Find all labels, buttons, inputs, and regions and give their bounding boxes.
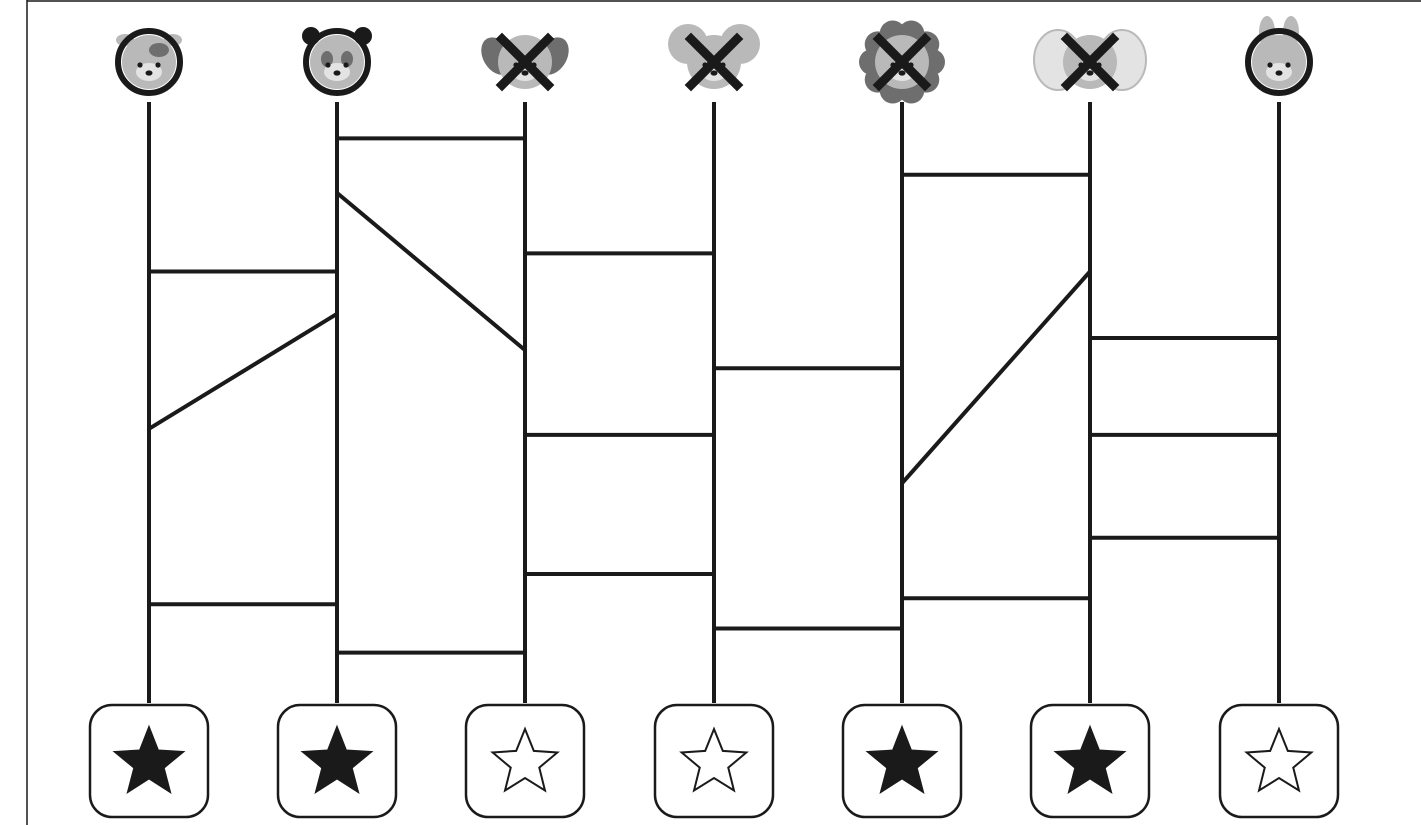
goal-box-7 [1218,703,1340,819]
goal-box-3 [464,703,586,819]
goal-box-1 [88,703,210,819]
lion-icon [859,20,945,104]
goal-box-2 [276,703,398,819]
ladder-rung-2 [147,312,339,431]
ladder-rungs [147,136,1279,655]
ladder-rung-13 [900,270,1092,485]
circle-mark-icon [1245,28,1313,96]
circle-mark-icon [303,28,371,96]
ladder-rails [147,102,1281,703]
star-filled-icon [112,724,186,795]
star-filled-icon [865,724,939,795]
star-filled-icon [1053,724,1127,795]
circle-mark-icon [115,28,183,96]
rabbit-icon [1245,16,1313,96]
goal-box-6 [1029,703,1151,819]
star-outline-icon [1244,726,1314,793]
elephant-icon [1033,29,1147,92]
animal-icons-row [115,16,1313,104]
ladder-rung-5 [335,191,527,352]
goal-box-5 [841,703,963,819]
cross-mark-icon [684,32,744,92]
dog-icon [481,32,569,92]
panda-icon [302,27,372,96]
cross-mark-icon [495,32,555,92]
cross-mark-icon [872,32,932,92]
cow-icon [115,28,183,96]
star-goal-row [88,703,1340,819]
star-outline-icon [490,726,560,793]
goal-box-4 [653,703,775,819]
star-outline-icon [679,726,749,793]
mouse-icon [668,24,760,92]
star-filled-icon [300,724,374,795]
cross-mark-icon [1060,32,1120,92]
